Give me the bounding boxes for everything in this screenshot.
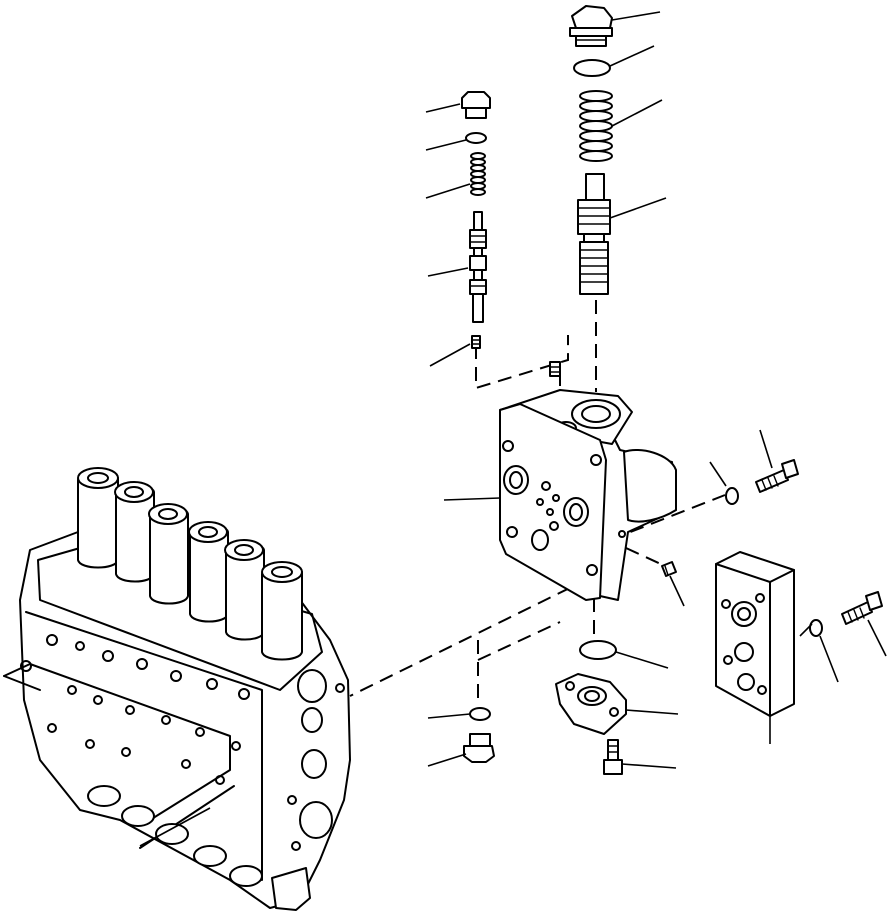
set-screw — [471, 335, 481, 349]
set-screw-side — [661, 561, 677, 577]
poppet-assembly — [469, 211, 487, 323]
flange — [555, 673, 627, 735]
main-control-valve — [3, 467, 351, 911]
o-ring-top — [573, 59, 611, 77]
valve-spool — [577, 173, 611, 295]
plug-small — [461, 91, 491, 119]
bolt-right — [755, 459, 799, 493]
o-ring-small — [465, 132, 487, 144]
spring-large — [579, 90, 613, 162]
plug-lower-left — [463, 733, 495, 763]
bolt-bottom — [603, 739, 623, 775]
spring-small — [470, 152, 486, 196]
o-ring-bottom — [579, 640, 617, 660]
washer-right — [725, 487, 739, 505]
leader-lines — [139, 11, 887, 847]
plug-top — [569, 5, 613, 47]
cover-plate — [715, 551, 795, 717]
valve-block — [499, 389, 677, 601]
washer-far-right — [809, 619, 823, 637]
o-ring-lower-left — [469, 707, 491, 721]
set-screw — [549, 361, 561, 377]
assembly-guide-lines — [349, 300, 726, 706]
bolt-far-right — [841, 591, 883, 625]
